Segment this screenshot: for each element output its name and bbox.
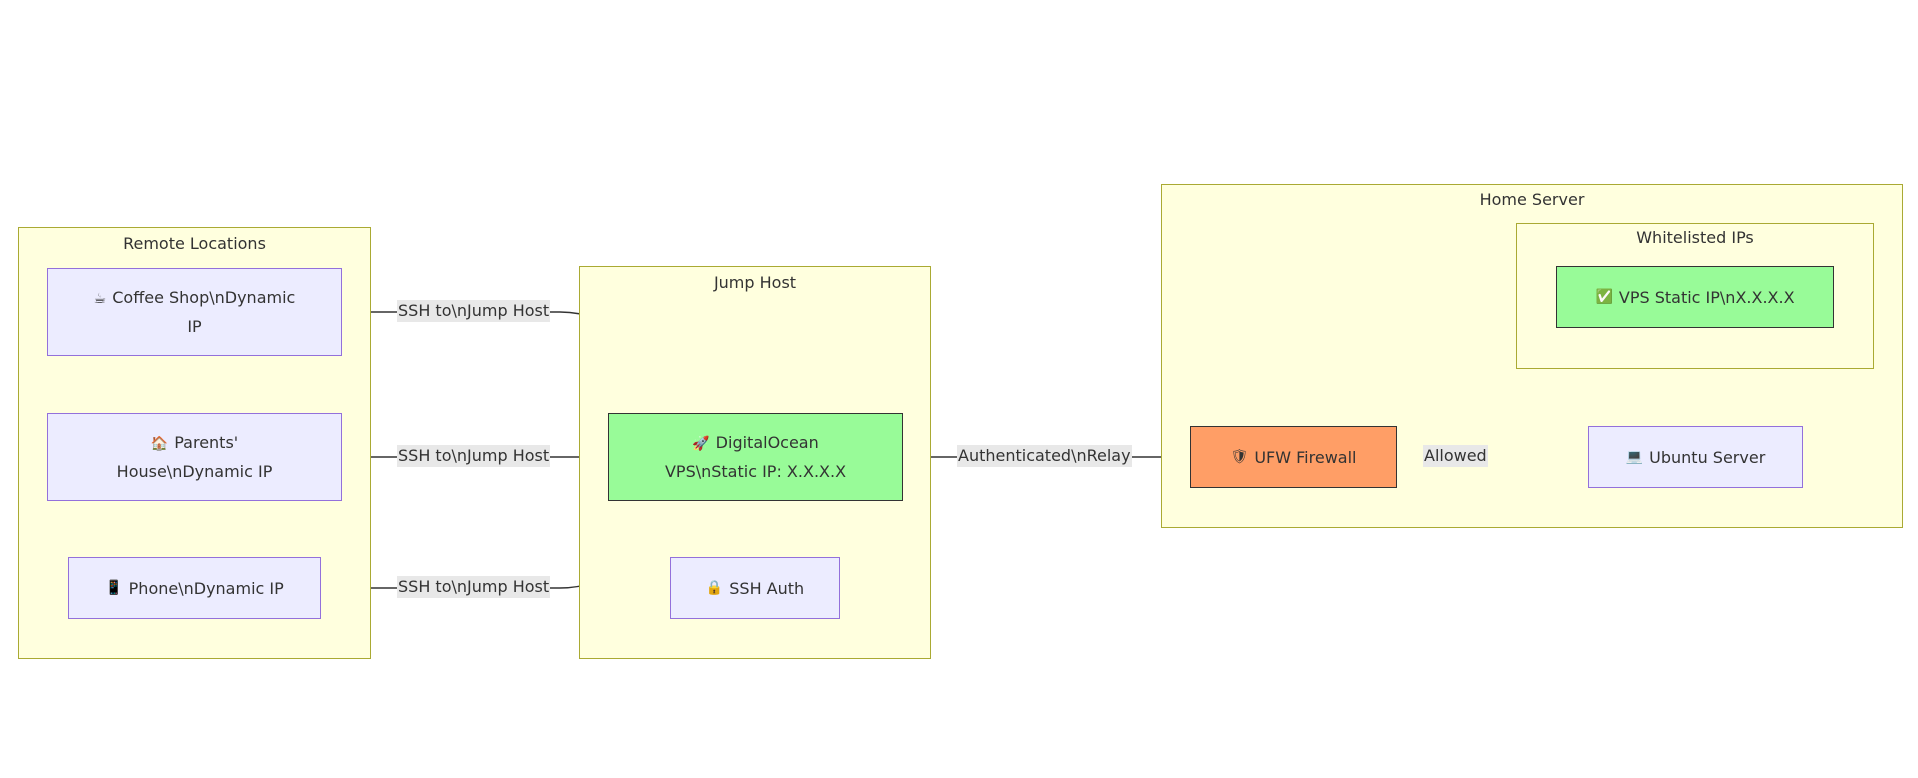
node-ubuntu-server[interactable]: 💻 Ubuntu Server: [1588, 426, 1803, 488]
phone-icon: 📱: [105, 579, 123, 596]
node-coffee-line2: IP: [187, 317, 202, 336]
cluster-title-whitelist: Whitelisted IPs: [1636, 228, 1754, 247]
node-droplet-line1: DigitalOcean: [715, 433, 819, 452]
node-ssh-auth[interactable]: 🔒 SSH Auth: [670, 557, 840, 619]
cluster-title-home: Home Server: [1479, 190, 1585, 209]
node-ufw-firewall[interactable]: 🛡 UFW Firewall: [1190, 426, 1397, 488]
edge-label-coffee: SSH to\nJump Host: [397, 300, 551, 322]
node-coffee-shop[interactable]: ☕ Coffee Shop\nDynamic IP: [47, 268, 342, 356]
coffee-icon: ☕: [93, 291, 107, 307]
node-parents-house[interactable]: 🏠 Parents' House\nDynamic IP: [47, 413, 342, 501]
lock-icon: 🔒: [705, 579, 724, 596]
edge-label-relay: Authenticated\nRelay: [957, 445, 1132, 467]
node-vps-ip-label: VPS Static IP\nX.X.X.X: [1618, 287, 1795, 307]
node-ubuntu-label: Ubuntu Server: [1649, 447, 1766, 467]
node-parents-line1: Parents': [174, 433, 239, 452]
house-icon: 🏠: [150, 436, 169, 452]
node-ufw-label: UFW Firewall: [1254, 447, 1357, 467]
rocket-icon: 🚀: [692, 436, 710, 452]
shield-icon: 🛡: [1230, 448, 1249, 465]
cluster-title-jump: Jump Host: [713, 273, 797, 292]
node-digitalocean-vps[interactable]: 🚀 DigitalOcean VPS\nStatic IP: X.X.X.X: [608, 413, 903, 501]
node-phone-label: Phone\nDynamic IP: [128, 578, 284, 598]
edge-label-parents: SSH to\nJump Host: [397, 445, 551, 467]
check-icon: ✅: [1595, 288, 1613, 305]
edge-label-allowed: Allowed: [1423, 445, 1488, 467]
cluster-title-remote: Remote Locations: [123, 234, 266, 253]
node-coffee-line1: Coffee Shop\nDynamic: [112, 288, 296, 307]
node-phone[interactable]: 📱 Phone\nDynamic IP: [68, 557, 321, 619]
node-vps-static-ip[interactable]: ✅ VPS Static IP\nX.X.X.X: [1556, 266, 1834, 328]
laptop-icon: 💻: [1625, 448, 1644, 465]
edge-label-phone: SSH to\nJump Host: [397, 576, 551, 598]
node-ssh-auth-label: SSH Auth: [729, 578, 805, 598]
node-parents-line2: House\nDynamic IP: [116, 462, 273, 481]
node-droplet-line2: VPS\nStatic IP: X.X.X.X: [664, 462, 847, 481]
